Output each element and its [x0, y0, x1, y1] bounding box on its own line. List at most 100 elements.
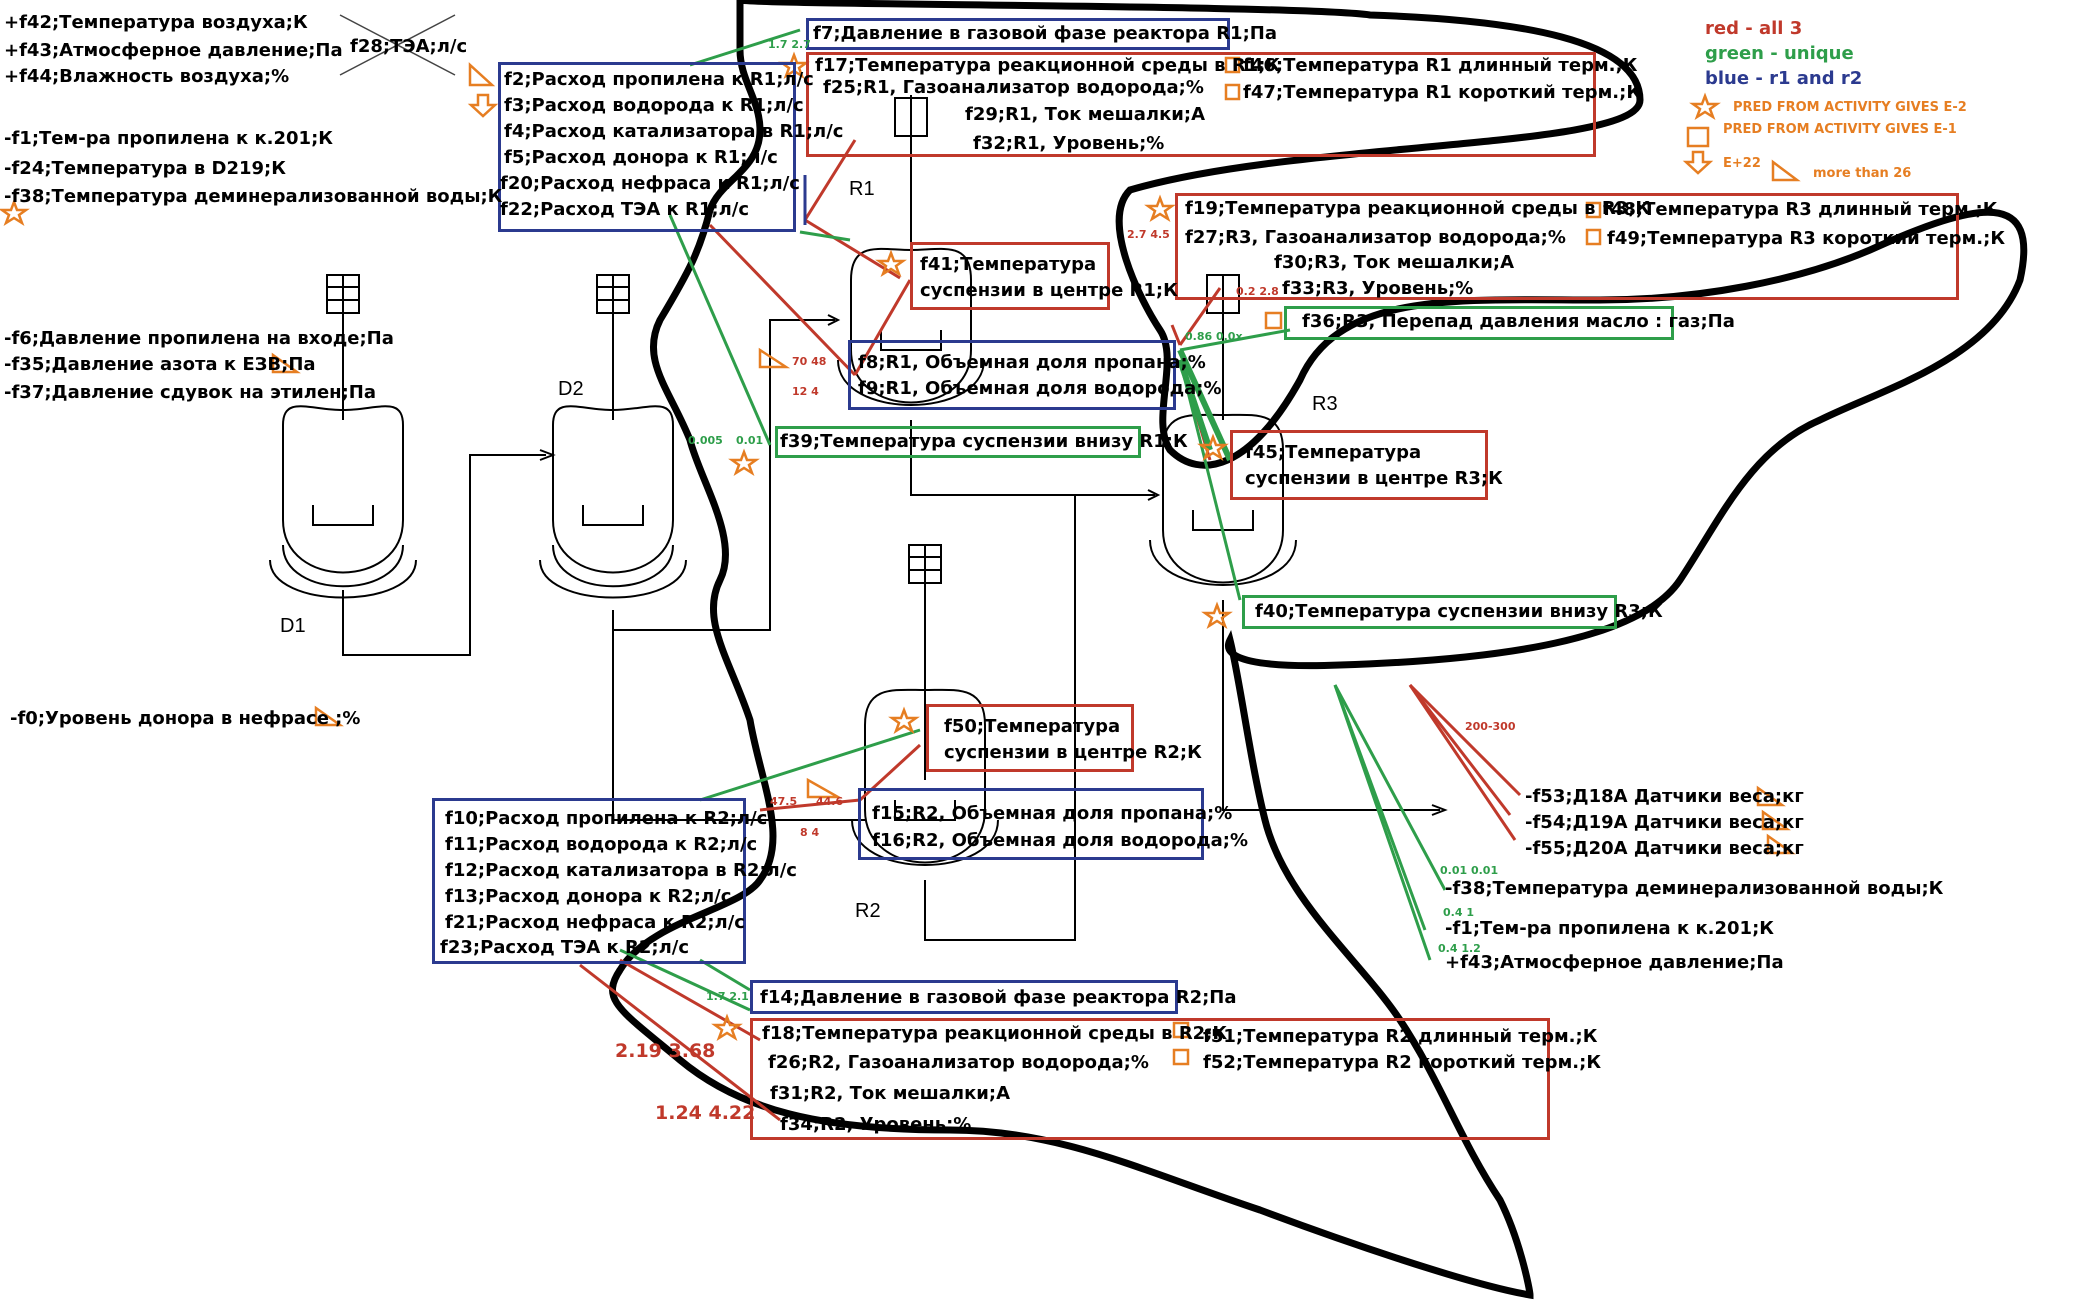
num-0412: 0.4 1.2 — [1438, 942, 1481, 955]
weight-f53: -f53;Д18А Датчики веса;кг — [1525, 786, 1804, 807]
legend-arrow: E+22 — [1723, 156, 1761, 171]
arrow-down-icon — [467, 93, 499, 118]
num-041: 0.4 1 — [1443, 906, 1474, 919]
star-icon — [875, 249, 907, 278]
bottom-f1: -f1;Тем-ра пропилена к к.201;К — [1445, 918, 1774, 939]
r1-main-3: f29;R1, Ток мешалки;А — [965, 104, 1206, 125]
legend-star: PRED FROM ACTIVITY GIVES E-2 — [1733, 100, 1967, 115]
r2-gas-1: f15;R2, Объемная доля пропана;% — [872, 803, 1233, 824]
square-icon — [1172, 1048, 1190, 1066]
num-02-28: 0.2 2.8 — [1236, 285, 1279, 298]
triangle-icon — [468, 62, 496, 87]
r2-main-box — [750, 1018, 1550, 1140]
param-f0: -f0;Уровень донора в нефрасе ;% — [10, 708, 361, 729]
r2-main-4: f34;R2, Уровень;% — [780, 1114, 972, 1135]
triangle-icon — [271, 352, 301, 374]
r3-center-1: f45;Температура — [1245, 442, 1422, 463]
r1-flow-1: f2;Расход пропилена к R1;л/с — [504, 69, 814, 90]
vessel-label-r3: R3 — [1312, 393, 1338, 415]
r2-center-2: суспензии в центре R2;К — [944, 742, 1202, 763]
r3-main-box — [1175, 193, 1959, 300]
star-icon — [728, 448, 760, 477]
r3-bottom: f40;Температура суспензии внизу R3;К — [1255, 601, 1663, 622]
r1-pressure: f7;Давление в газовой фазе реактора R1;П… — [813, 23, 1277, 44]
star-icon — [1144, 194, 1176, 223]
green-connectors — [619, 28, 1447, 1012]
r1-gas-1: f8;R1, Объемная доля пропана;% — [858, 352, 1206, 373]
r3-center-box — [1230, 430, 1488, 500]
triangle-icon — [806, 777, 843, 799]
num-446: 44.6 — [816, 795, 844, 808]
arrow-down-icon — [1682, 150, 1714, 175]
r1-gas-2: f9;R1, Объемная доля водорода;% — [858, 378, 1222, 399]
param-f1: -f1;Тем-ра пропилена к к.201;К — [4, 128, 333, 149]
square-icon — [1264, 311, 1283, 330]
vessel-label-d2: D2 — [558, 378, 584, 400]
num-124: 12 4 — [792, 385, 819, 398]
param-f37: -f37;Давление сдувок на этилен;Па — [4, 382, 377, 403]
triangle-icon — [1761, 809, 1791, 831]
square-icons — [1172, 56, 1710, 1066]
weight-f55: -f55;Д20А Датчики веса;кг — [1525, 838, 1804, 859]
r1-center-2: суспензии в центре R1;К — [920, 280, 1178, 301]
r2-gas-2: f16;R2, Объемная доля водорода;% — [872, 830, 1249, 851]
r2-pressure-box — [750, 980, 1178, 1014]
param-f6: -f6;Давление пропилена на входе;Па — [4, 328, 394, 349]
r1-term-2: f47;Температура R1 короткий терм.;К — [1243, 82, 1642, 103]
r1-main-4: f32;R1, Уровень;% — [973, 133, 1165, 154]
star-icon — [0, 198, 30, 227]
triangle-icon — [1756, 785, 1786, 807]
num-086: 0.86 0.0x — [1185, 330, 1243, 343]
r2-flow-6: f23;Расход ТЭА к R2;л/с — [440, 937, 690, 958]
legend-red: red - all 3 — [1705, 18, 1803, 39]
r1-flow-box — [498, 62, 796, 232]
r3-term-2: f49;Температура R3 короткий терм.;К — [1607, 228, 2006, 249]
r1-term-1: f46;Температура R1 длинный терм.;К — [1243, 55, 1638, 76]
legend-square: PRED FROM ACTIVITY GIVES E-1 — [1723, 122, 1957, 137]
selection-outline — [609, 0, 2028, 1300]
param-f43: +f43;Атмосферное давление;Па — [4, 40, 343, 61]
num-475: 47.5 — [770, 795, 798, 808]
num-200300: 200-300 — [1465, 720, 1516, 733]
param-f35: -f35;Давление азота к ЕЗВ;Па — [4, 354, 316, 375]
legend-green: green - unique — [1705, 43, 1854, 64]
num-7048: 70 48 — [792, 355, 827, 368]
r1-bottom: f39;Температура суспензии внизу R1;К — [780, 431, 1188, 452]
crossed-mark — [339, 14, 456, 76]
square-icon — [1224, 56, 1241, 74]
r2-flow-2: f11;Расход водорода к R2;л/с — [445, 834, 758, 855]
r1-gas-box — [848, 340, 1176, 410]
r3-main-4: f33;R3, Уровень;% — [1282, 278, 1474, 299]
r3-center-2: суспензии в центре R3;К — [1245, 468, 1503, 489]
r3-term-1: f48;Температура R3 длинный терм.;К — [1603, 199, 1998, 220]
star-icon — [1197, 433, 1229, 462]
vessel-label-r2: R2 — [855, 900, 881, 922]
r2-flow-5: f21;Расход нефраса к R2;л/с — [445, 912, 745, 933]
r1-flow-6: f22;Расход ТЭА к R1;л/с — [500, 199, 750, 220]
num-001: 0.01 — [736, 434, 764, 447]
r1-flow-3: f4;Расход катализатора в R1;л/с — [504, 121, 844, 142]
r2-center-box — [926, 704, 1134, 772]
star-icon — [1201, 601, 1233, 630]
vessel-d2 — [539, 274, 687, 599]
process-pipes — [342, 314, 1448, 941]
r2-gas-box — [858, 788, 1204, 860]
bottom-f38: -f38;Температура деминерализованной воды… — [1445, 878, 1944, 899]
param-f38: -f38;Температура деминерализованной воды… — [4, 186, 503, 207]
num-124-422: 1.24 4.22 — [655, 1102, 756, 1124]
r2-term-2: f52;Температура R2 короткий терм.;К — [1203, 1052, 1602, 1073]
num-84: 8 4 — [800, 826, 820, 839]
arrow-icons — [467, 93, 1714, 175]
triangle-icon — [758, 347, 791, 369]
r2-flow-3: f12;Расход катализатора в R2;л/с — [445, 860, 797, 881]
vessel-label-d1: D1 — [280, 615, 306, 637]
triangle-icon — [314, 705, 344, 727]
num-1721: 1.7 2.1 — [706, 990, 749, 1003]
r1-flow-2: f3;Расход водорода к R1;л/с — [504, 95, 804, 116]
r3-bottom-box — [1242, 595, 1617, 629]
r1-flow-4: f5;Расход донора к R1;л/с — [504, 147, 778, 168]
r2-flow-4: f13;Расход донора к R2;л/с — [445, 886, 732, 907]
r1-center-1: f41;Температура — [920, 254, 1097, 275]
